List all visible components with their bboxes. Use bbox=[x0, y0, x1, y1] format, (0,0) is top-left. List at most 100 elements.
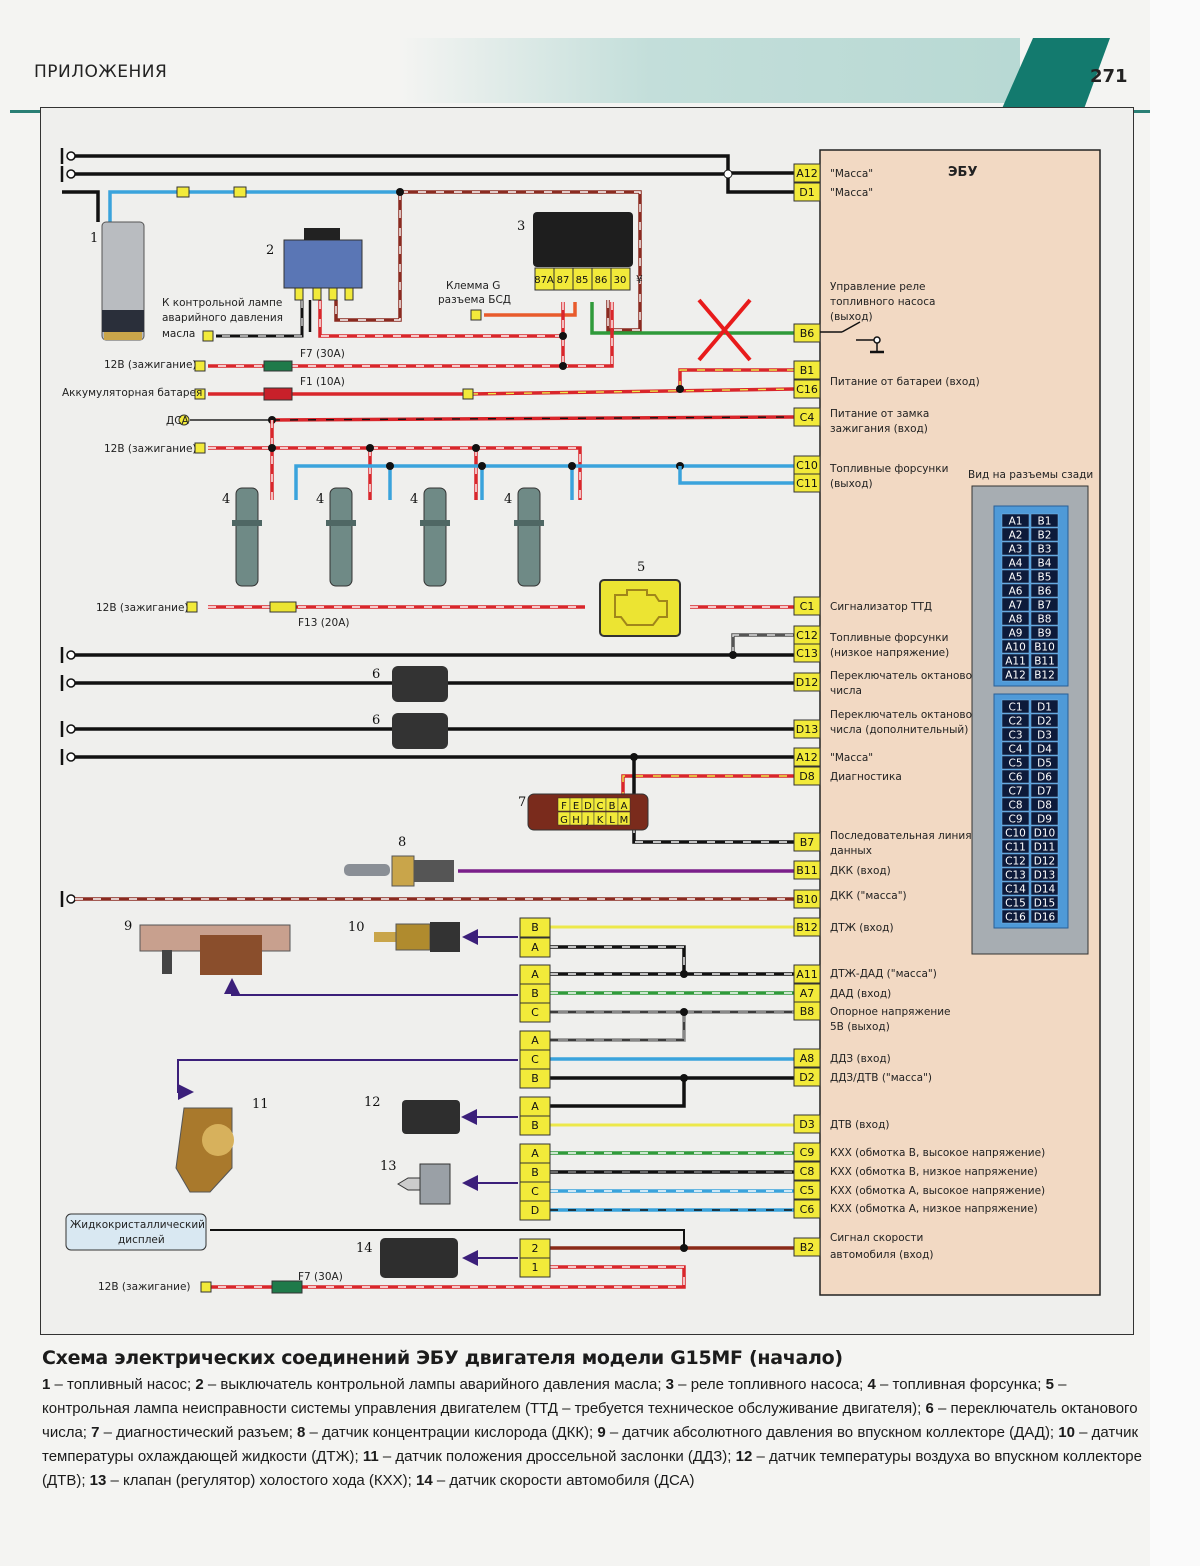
legend-text: – датчик температуры охлаждающей жидкост… bbox=[42, 1424, 1139, 1465]
header-illustration-band bbox=[400, 38, 1020, 103]
ecu-pin-box bbox=[793, 407, 821, 427]
connector-cell bbox=[1001, 909, 1030, 924]
connector-cell bbox=[1001, 811, 1030, 826]
ecu-pin-label: "Масса" bbox=[830, 187, 873, 199]
connector-cell-label: A12 bbox=[1005, 670, 1026, 682]
ecu-pin-label: ДКК (вход) bbox=[830, 865, 891, 877]
fuel-pump-base bbox=[104, 332, 142, 340]
ign-12v-label-3: 12В (зажигание) bbox=[96, 602, 189, 614]
wire bbox=[678, 368, 794, 389]
connector-cell-label: B3 bbox=[1038, 544, 1052, 556]
ecu-pin-label: 5В (выход) bbox=[830, 1021, 890, 1033]
ecu-pin-box bbox=[793, 360, 821, 380]
wire-connector-icon bbox=[178, 414, 190, 426]
component-number: 4 bbox=[316, 492, 324, 507]
connector-cell-label: C6 bbox=[1008, 772, 1022, 784]
connector-cell-label: A2 bbox=[1009, 530, 1023, 542]
connector-cell-label: D7 bbox=[1037, 786, 1052, 798]
connector-cell-label: D1 bbox=[1037, 702, 1052, 714]
sensor-pin-label: D bbox=[531, 1204, 539, 1217]
fuse-f7-icon bbox=[263, 360, 293, 372]
wire-connector-icon bbox=[202, 330, 214, 342]
diag-pin-label: D bbox=[584, 801, 592, 812]
ecu-pin-id: D2 bbox=[799, 1071, 814, 1084]
legend-text: – реле топливного насоса; bbox=[674, 1376, 868, 1393]
connector-cell-label: C3 bbox=[1008, 730, 1022, 742]
connector-cell bbox=[1030, 867, 1059, 882]
engine-icon bbox=[614, 589, 668, 626]
legend-number: 14 bbox=[416, 1472, 433, 1489]
connector-cell-label: D10 bbox=[1034, 828, 1055, 840]
connector-cell bbox=[1001, 867, 1030, 882]
connector-cell bbox=[1001, 727, 1030, 742]
sensor-pin-label: A bbox=[531, 1147, 539, 1160]
ecu-pin-label: Переключатель октанового bbox=[830, 670, 984, 682]
caption-legend: 1 – топливный насос; 2 – выключатель кон… bbox=[42, 1373, 1142, 1493]
ecu-pin-id: C4 bbox=[800, 411, 815, 424]
connector-cell-label: A9 bbox=[1009, 628, 1023, 640]
connector-cell-label: B9 bbox=[1038, 628, 1052, 640]
connector-cell bbox=[1030, 811, 1059, 826]
ecu-pin-id: C9 bbox=[800, 1146, 815, 1159]
oil-lamp-label-2: аварийного давления bbox=[162, 312, 283, 324]
relay-pin-box bbox=[610, 267, 631, 291]
connector-cell bbox=[1030, 597, 1059, 612]
octane-switch-icon bbox=[392, 713, 448, 749]
ecu-pin-id: A7 bbox=[800, 987, 815, 1000]
ecu-pin-label: ДАД (вход) bbox=[830, 988, 891, 1000]
ecu-pin-box bbox=[793, 379, 821, 399]
injector-flange bbox=[420, 520, 450, 526]
ecu-pin-label: "Масса" bbox=[830, 168, 873, 180]
ecu-pin-id: D13 bbox=[796, 723, 818, 736]
junction-dot bbox=[680, 970, 688, 978]
diag-pin-label: L bbox=[609, 815, 615, 826]
connector-cell-label: A7 bbox=[1009, 600, 1023, 612]
fuse-f13-icon bbox=[269, 601, 297, 613]
wire-stripe bbox=[469, 388, 795, 395]
diag-pin-label: A bbox=[621, 801, 628, 812]
diag-pin-label: F bbox=[561, 801, 567, 812]
sensor-pin-box bbox=[519, 1200, 551, 1221]
wire bbox=[678, 466, 794, 485]
wire-connector-icon bbox=[194, 360, 206, 372]
ecu-pin-label: КХХ (обмотка А, высокое напряжение) bbox=[830, 1185, 1045, 1197]
caption-title: Схема электрических соединений ЭБУ двига… bbox=[42, 1347, 843, 1369]
connector-cell-label: D2 bbox=[1037, 716, 1052, 728]
ign-12v-label-2: 12В (зажигание) bbox=[104, 443, 197, 455]
connector-cell-label: B10 bbox=[1034, 642, 1055, 654]
connector-cell bbox=[1001, 667, 1030, 682]
connector-cell bbox=[1030, 769, 1059, 784]
connector-cell bbox=[1030, 909, 1059, 924]
wire-connector-icon bbox=[194, 388, 206, 400]
connector-view-title: Вид на разъемы сзади bbox=[968, 469, 1093, 481]
ecu-pin-box bbox=[793, 832, 821, 852]
red-cross-mark bbox=[697, 298, 752, 362]
component-number: 7 bbox=[518, 795, 526, 810]
diagnostic-wire bbox=[621, 774, 794, 800]
ecu-pin-box bbox=[793, 596, 821, 616]
junction-dot bbox=[386, 462, 394, 470]
legend-number: 2 bbox=[195, 1376, 204, 1393]
wire bbox=[62, 190, 100, 222]
terminal bbox=[312, 287, 322, 301]
map-sensor-nozzle bbox=[162, 950, 172, 974]
fuse-f1-label: F1 (10A) bbox=[300, 376, 345, 388]
wire-connector-icon bbox=[200, 1281, 212, 1293]
ecu-pin-id: A11 bbox=[796, 968, 818, 981]
wire-stripe bbox=[550, 946, 685, 974]
ecu-pin-label: ДТЖ (вход) bbox=[830, 922, 894, 934]
wire-stripe bbox=[210, 1266, 685, 1288]
ecu-pin-label: Питание от батареи (вход) bbox=[830, 376, 980, 388]
connector-cell bbox=[1030, 881, 1059, 896]
connector-cell bbox=[1030, 825, 1059, 840]
diag-pin-box bbox=[617, 797, 631, 812]
wire-connector-icon bbox=[194, 442, 206, 454]
legend-text: – контрольная лампа неисправности систем… bbox=[42, 1376, 1067, 1417]
connector-cell-label: B12 bbox=[1034, 670, 1055, 682]
ecu-pin-id: C1 bbox=[800, 600, 815, 613]
octane-switch-icon bbox=[392, 666, 448, 702]
page-number: 271 bbox=[1090, 66, 1128, 87]
component-number: 4 bbox=[504, 492, 512, 507]
